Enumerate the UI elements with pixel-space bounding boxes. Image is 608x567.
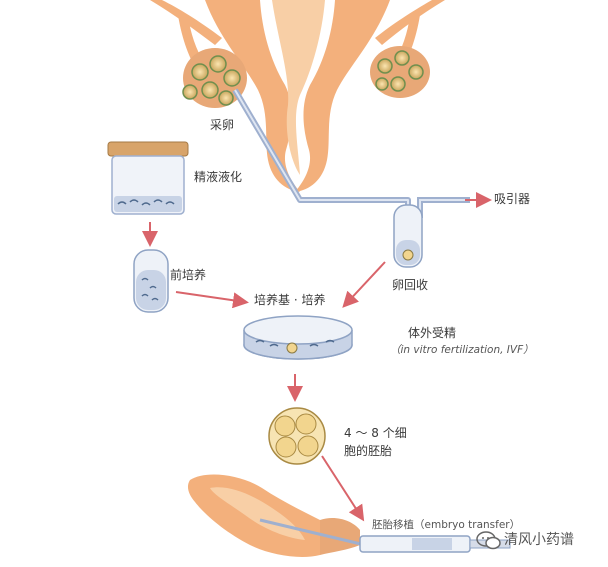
watermark: 清风小药谱	[470, 520, 608, 560]
label-egg-retrieval: 采卵	[210, 118, 235, 132]
label-pre-culture: 前培养	[170, 268, 207, 282]
semen-jar	[107, 141, 189, 215]
label-ivf-title: 体外受精	[408, 326, 457, 340]
transfer-uterus	[187, 474, 360, 557]
arrow-egg-to-dish	[342, 261, 386, 308]
ovary-left	[182, 48, 247, 108]
preculture-tube	[133, 249, 169, 313]
label-culture-medium: 培养基 · 培养	[254, 293, 326, 307]
wechat-icon	[476, 531, 501, 550]
ovary-right	[370, 46, 430, 98]
label-embryo-transfer: 胚胎移植（embryo transfer）	[372, 519, 521, 531]
arrow-embryo-to-transfer	[321, 455, 365, 522]
label-embryo-line1: 4 ～ 8 个细	[344, 426, 407, 440]
watermark-text: 清风小药谱	[504, 532, 574, 548]
label-embryo-line2: 胞的胚胎	[344, 444, 393, 458]
arrow-tube-to-dish	[175, 291, 249, 309]
embryo-cell	[268, 407, 326, 465]
label-semen-liquefaction: 精液液化	[194, 170, 243, 184]
label-suction: 吸引器	[494, 192, 531, 206]
culture-dish	[243, 315, 353, 360]
label-ivf-latin: （in vitro fertilization, IVF）	[390, 344, 534, 356]
label-egg-recovery: 卵回收	[392, 278, 429, 292]
collection-tube	[393, 204, 423, 268]
